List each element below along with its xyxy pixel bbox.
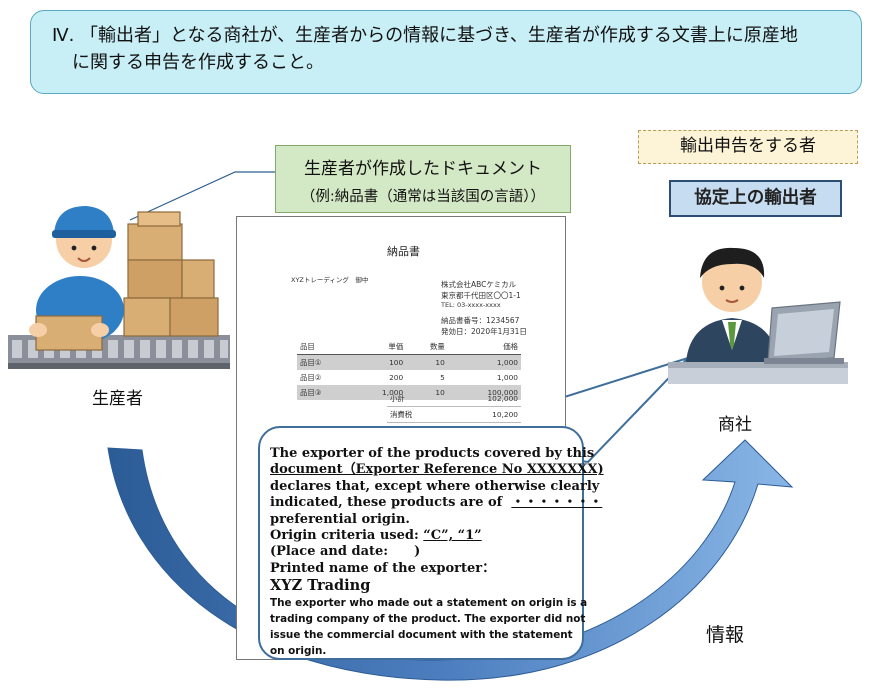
origin-placeholder: ・・・・・・・	[511, 495, 603, 511]
table-cell: 1,000	[496, 373, 518, 382]
trading-company-label: 商社	[718, 415, 752, 435]
exporter-reference: （Exporter Reference No XXXXXXX)	[342, 462, 604, 478]
table-cell: 200	[389, 373, 404, 382]
table-cell: 5	[440, 373, 445, 382]
title-line-2: に関する申告を作成すること。	[72, 52, 324, 73]
table-cell: 品目②	[300, 373, 322, 382]
producer-label: 生産者	[92, 389, 143, 409]
totals-value: 10,200	[445, 406, 521, 423]
declaration-line: document（Exporter Reference No XXXXXXX)	[270, 462, 604, 478]
exporter-name: XYZ Trading	[270, 577, 371, 595]
information-label: 情報	[706, 624, 745, 646]
totals-value: 102,000	[445, 391, 521, 407]
declaration-line: Printed name of the exporter：	[270, 560, 496, 576]
table-header-row: 品目 単価 数量 価格	[297, 339, 521, 355]
table-cell: 品目①	[297, 354, 352, 370]
title-text: Ⅳ. 「輸出者」となる商社が、生産者からの情報に基づき、生産者が作成する文書上に…	[52, 22, 842, 76]
producer-illustration	[8, 206, 230, 369]
table-cell: 1,000	[447, 354, 521, 370]
export-declarant-label: 輸出申告をする者	[638, 130, 858, 164]
declaration-origin-text: indicated, these products are of	[270, 495, 503, 511]
table-row: 品目① 100 10 1,000	[297, 354, 521, 370]
declaration-note-line: on origin.	[270, 645, 327, 658]
invoice-number: 納品書番号：1234567	[441, 316, 520, 325]
declaration-note-line: The exporter who made out a statement on…	[270, 597, 588, 610]
totals-row: 小計 102,000	[387, 391, 521, 407]
table-row: 品目② 200 5 1,000	[297, 370, 521, 385]
issuer-address: 東京都千代田区〇〇1-1	[441, 291, 521, 300]
trading-company-illustration	[668, 247, 848, 384]
declaration-line: preferential origin.	[270, 511, 410, 527]
declaration-note-line: issue the commercial document with the s…	[270, 629, 573, 642]
totals-label: 小計	[387, 391, 446, 407]
column-header: 数量	[406, 339, 448, 355]
declaration-document: document	[270, 462, 343, 478]
origin-declaration-callout: The exporter of the products covered by …	[258, 426, 604, 660]
column-header: 品目	[297, 339, 352, 355]
table-cell: 100	[351, 354, 407, 370]
producer-document-label: 生産者が作成したドキュメント （例:納品書（通常は当該国の言語））	[275, 145, 571, 213]
producer-callout-pointer	[129, 171, 276, 221]
title-line-1: Ⅳ. 「輸出者」となる商社が、生産者からの情報に基づき、生産者が作成する文書上に…	[52, 25, 798, 46]
declaration-line: Origin criteria used: “C”, “1”	[270, 528, 574, 544]
column-header: 価格	[447, 339, 521, 355]
title-banner	[30, 10, 862, 94]
invoice-date: 発効日：2020年1月31日	[441, 327, 527, 336]
declaration-line: (Place and date: )	[270, 544, 421, 560]
invoice-title: 納品書	[387, 245, 420, 258]
column-header: 単価	[351, 339, 407, 355]
declaration-line: The exporter of the products covered by …	[270, 446, 595, 461]
totals-row: 消費税 10,200	[387, 406, 521, 423]
origin-criteria-label: Origin criteria used:	[270, 528, 419, 544]
issuer-tel: TEL: 03-xxxx-xxxx	[441, 301, 501, 309]
declaration-note-line: trading company of the product. The expo…	[270, 613, 586, 626]
table-cell: 品目③	[297, 385, 352, 400]
agreement-exporter-label: 協定上の輸出者	[669, 180, 842, 217]
totals-label: 消費税	[387, 406, 446, 423]
invoice-recipient: XYZトレーディング 御中	[291, 276, 369, 284]
doc-label-line-1: 生産者が作成したドキュメント	[304, 159, 542, 179]
doc-label-line-2: （例:納品書（通常は当該国の言語））	[300, 189, 546, 205]
declaration-line: declares that, except where otherwise cl…	[270, 478, 600, 494]
declaration-line: indicated, these products are of ・・・・・・・	[270, 495, 602, 511]
table-cell: 10	[406, 354, 448, 370]
issuer-name: 株式会社ABCケミカル	[441, 280, 517, 289]
origin-criteria-value: “C”, “1”	[423, 528, 482, 544]
